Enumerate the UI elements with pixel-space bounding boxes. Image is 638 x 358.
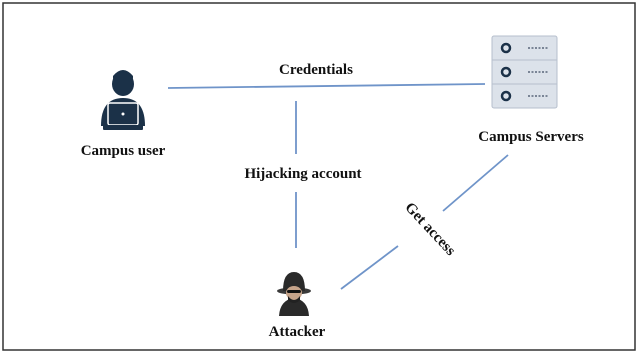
credentials-label: Credentials (279, 62, 353, 78)
campus-servers-label: Campus Servers (478, 129, 584, 145)
attacker-label: Attacker (269, 324, 326, 340)
server-rack-icon (491, 35, 558, 109)
access-edge-lower (340, 245, 399, 290)
hijacking-account-label: Hijacking account (244, 166, 361, 182)
laptop-user-icon (101, 70, 145, 130)
credentials-edge (167, 83, 486, 89)
hooded-attacker-icon (277, 272, 311, 316)
campus-user-label: Campus user (81, 143, 166, 159)
access-edge-upper (442, 154, 509, 212)
